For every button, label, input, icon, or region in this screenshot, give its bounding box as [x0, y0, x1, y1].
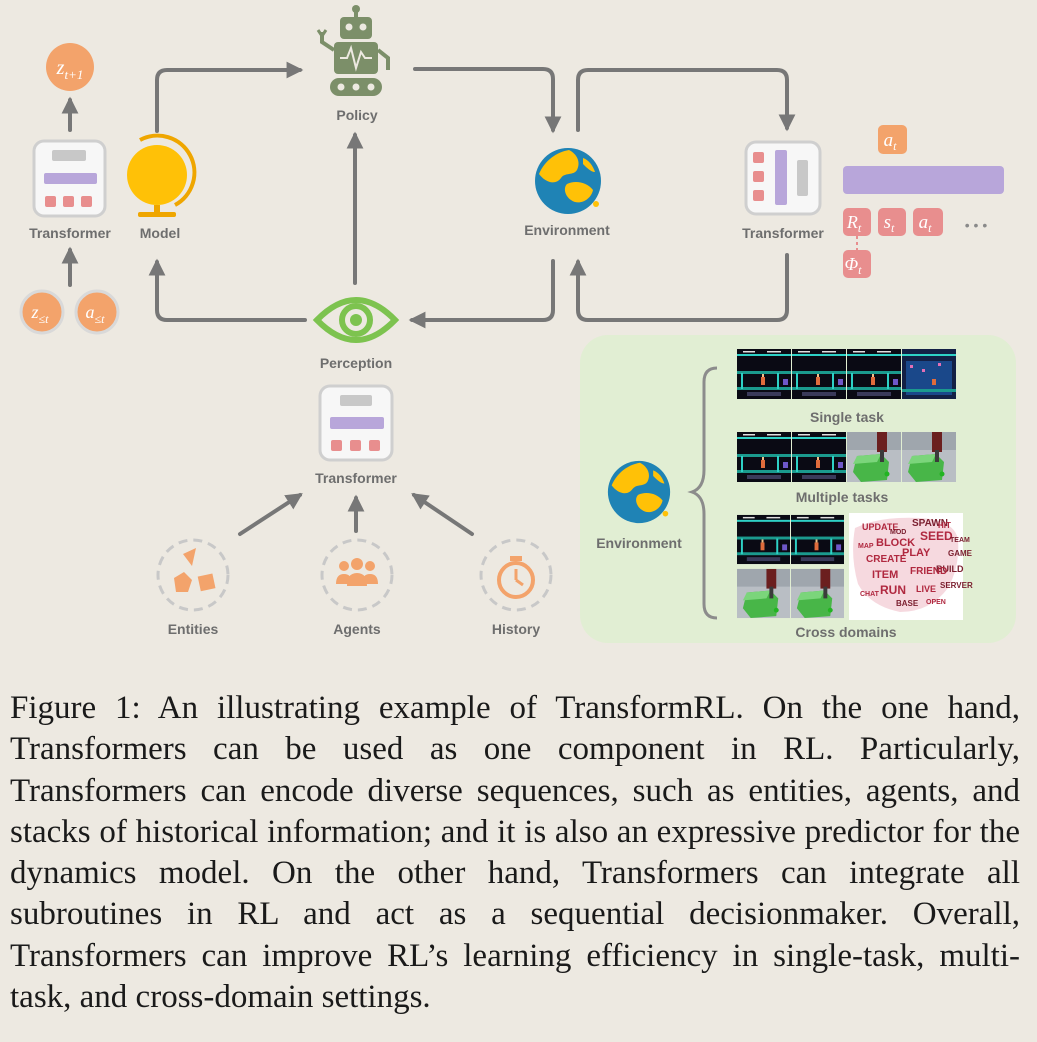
wordcloud-word: ITEM	[872, 569, 898, 581]
wordcloud-word: HIT	[938, 521, 951, 530]
wordcloud-word: MAP	[858, 543, 874, 550]
diagram: zt+1 Transformer z≤t a≤t Model	[19, 5, 1016, 643]
wordcloud-word: FRIEND	[910, 566, 947, 577]
svg-text:st: st	[884, 212, 895, 235]
svg-text:zt+1: zt+1	[56, 57, 84, 82]
wordcloud-word: OPEN	[926, 599, 946, 606]
svg-text:Φt: Φt	[844, 254, 862, 277]
cross-domains-label: Cross domains	[795, 624, 896, 640]
arrow-model-to-policy	[155, 61, 304, 133]
sequence-tokens: at Rt st at • • • Φt	[843, 125, 1004, 278]
arrow-environment-to-perception	[408, 259, 555, 329]
wordcloud-word: BUILD	[936, 564, 964, 574]
transformer-icon-right	[744, 140, 822, 216]
a-past-node: a≤t	[74, 289, 120, 335]
wordcloud-word: CREATE	[866, 554, 907, 565]
wordcloud-word: MOD	[890, 529, 906, 536]
perception-label: Perception	[320, 355, 392, 371]
wordcloud-word: SERVER	[940, 581, 973, 590]
transformer-icon-left	[32, 139, 107, 218]
z-past-node: z≤t	[19, 289, 65, 335]
agents-icon	[320, 538, 394, 612]
curly-brace	[687, 366, 718, 620]
wordcloud-word: LIVE	[916, 584, 936, 594]
svg-text:z≤t: z≤t	[31, 302, 50, 326]
transformer-right-label: Transformer	[742, 225, 824, 241]
arrow-history-to-transformer	[411, 493, 474, 536]
environment-globe-icon	[535, 148, 601, 214]
robot-icon	[316, 5, 390, 96]
wordcloud-word: SEED	[920, 529, 953, 543]
wordcloud-word: UPDATE	[862, 522, 898, 532]
multiple-tasks-label: Multiple tasks	[796, 489, 889, 505]
wordcloud-word: RUN	[880, 583, 906, 597]
arrow-environment-to-transformer-right	[576, 68, 796, 132]
arrow-transformer-right-to-environment	[569, 253, 789, 322]
settings-panel: Environment Single task Multiple tasks U	[580, 335, 1016, 643]
agents-label: Agents	[333, 621, 381, 637]
svg-text:a≤t: a≤t	[86, 302, 106, 326]
wordcloud-word: PLAY	[902, 547, 931, 559]
wordcloud-word: GAME	[948, 549, 973, 558]
z-next-node: zt+1	[46, 43, 94, 91]
single-task-label: Single task	[810, 409, 884, 425]
entities-icon	[156, 538, 230, 612]
wordcloud-word: BLOCK	[876, 537, 915, 549]
arrow-policy-to-environment	[413, 67, 562, 134]
svg-text:Rt: Rt	[846, 212, 862, 235]
figure-caption: Figure 1: An illustrating example of Tra…	[10, 690, 1020, 1016]
arrows	[61, 61, 796, 536]
model-label: Model	[140, 225, 180, 241]
environment-panel-globe-icon	[607, 460, 671, 524]
svg-text:at: at	[919, 212, 933, 235]
environment-top-label: Environment	[524, 222, 610, 238]
entities-label: Entities	[168, 621, 219, 637]
transformer-bottom-label: Transformer	[315, 470, 397, 486]
wordcloud-word: BASE	[896, 599, 919, 608]
ellipsis: • • •	[965, 217, 988, 233]
stopwatch-icon	[479, 538, 553, 612]
wordcloud-word: SPAWN	[912, 518, 948, 529]
eye-icon	[312, 297, 400, 343]
arrow-perception-to-model	[148, 258, 307, 322]
policy-label: Policy	[336, 107, 377, 123]
svg-text:at: at	[884, 130, 898, 153]
history-label: History	[492, 621, 540, 637]
wordcloud-word: TEAM	[950, 537, 970, 544]
wordcloud-word: CHAT	[860, 591, 880, 598]
arrow-entities-to-transformer	[238, 493, 303, 536]
model-globe-icon	[127, 133, 197, 217]
transformer-left-label: Transformer	[29, 225, 111, 241]
transformer-icon-bottom	[318, 384, 394, 462]
environment-panel-label: Environment	[596, 535, 682, 551]
